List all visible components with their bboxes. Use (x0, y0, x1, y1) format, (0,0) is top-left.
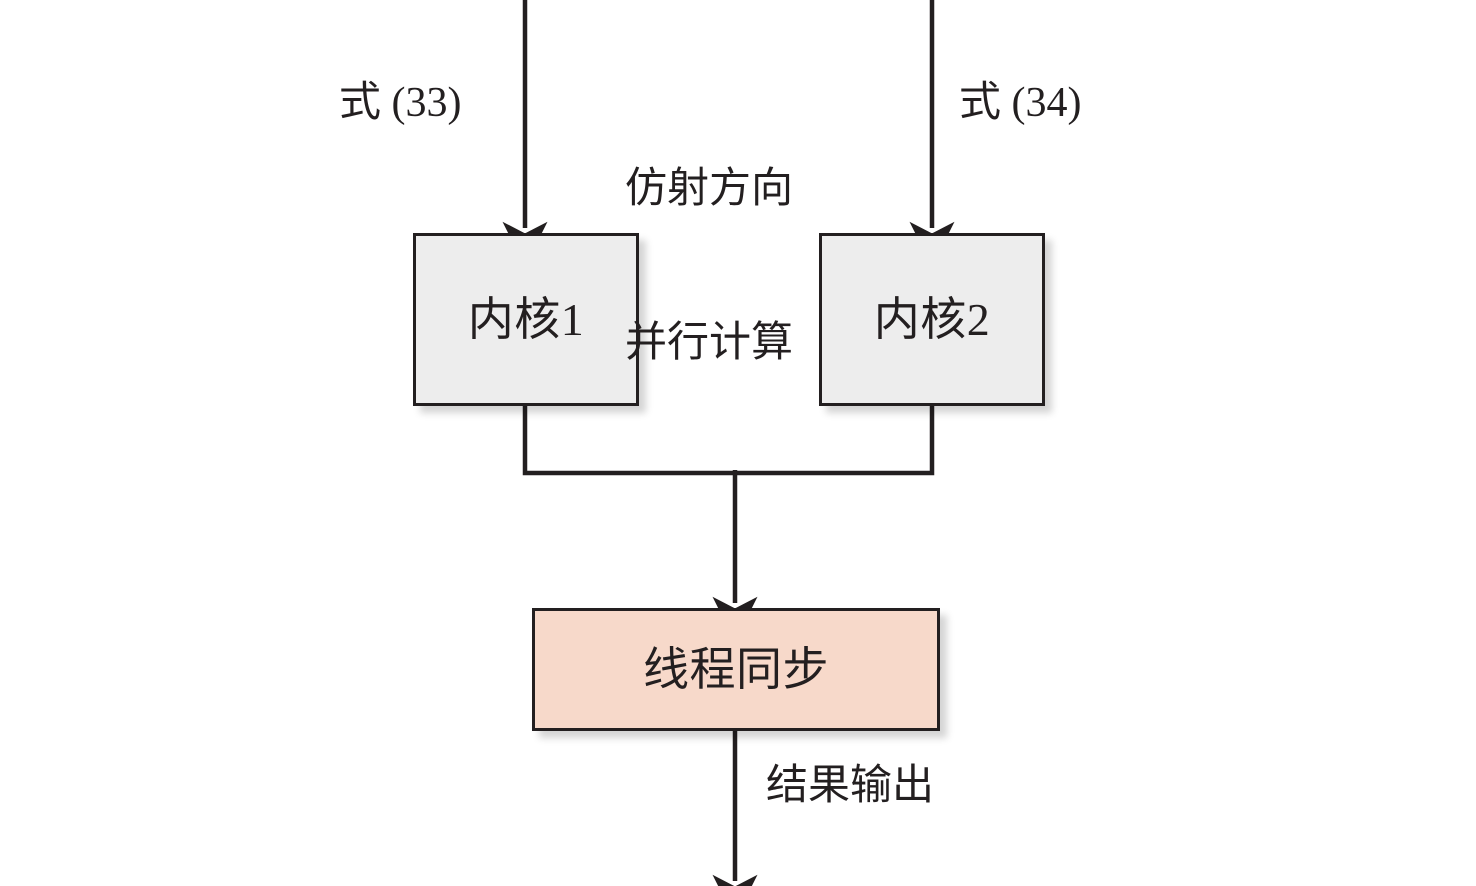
node-thread-sync[interactable]: 线程同步 (532, 608, 940, 731)
node-kernel2[interactable]: 内核2 (819, 233, 1045, 406)
edge-label-parallel-line2: 并行计算 (625, 320, 794, 367)
connector-kernel1-to-bus (522, 405, 735, 476)
node-kernel2-label: 内核2 (873, 293, 991, 345)
node-kernel1[interactable]: 内核1 (413, 233, 639, 406)
edge-label-parallel-direction: 仿射方向 并行计算 (625, 62, 793, 472)
connector-kernel2-to-bus (735, 405, 935, 476)
node-kernel1-label: 内核1 (467, 293, 585, 345)
node-thread-sync-label: 线程同步 (643, 643, 829, 695)
edge-label-eq34: 式 (34) (959, 80, 1082, 126)
edge-label-eq33: 式 (33) (339, 80, 462, 126)
edge-label-parallel-line1: 仿射方向 (625, 166, 794, 213)
edge-label-result-output: 结果输出 (766, 763, 935, 809)
